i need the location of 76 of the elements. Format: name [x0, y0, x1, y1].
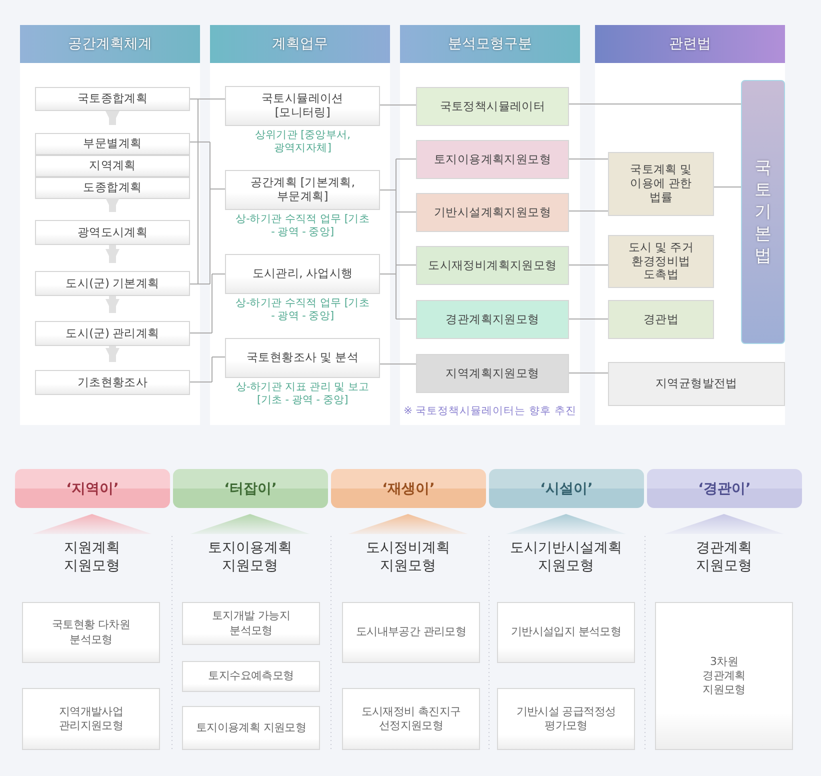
plan-box: 부문별계획	[35, 133, 190, 155]
model-title: 도시정비계획 지원모형	[365, 540, 451, 575]
category-header: ‘경관이’	[647, 469, 802, 508]
column-title: 공간계획체계	[67, 35, 153, 54]
column-title: 관련법	[668, 35, 712, 54]
connector-line	[396, 158, 416, 160]
plan-box: 국토현황조사 및 분석	[225, 338, 380, 378]
column-title: 계획업무	[271, 35, 329, 54]
plan-box: 경관계획지원모형	[416, 300, 569, 339]
law-box: 국토기본법	[741, 80, 785, 344]
model-box: 도시재정비 촉진지구 선정지원모형	[342, 688, 480, 750]
plan-box: 공간계획 [기본계획, 부문계획]	[225, 170, 380, 210]
connector-line	[210, 188, 226, 190]
category-header: ‘터잡이’	[173, 469, 328, 508]
connector-line	[568, 158, 608, 160]
connector-line	[380, 104, 416, 106]
column-panel	[210, 25, 390, 425]
plan-box: 국토정책시뮬레이터	[416, 87, 569, 126]
category-header: ‘지역이’	[15, 469, 170, 508]
flow-arrow	[106, 111, 120, 125]
column-title: 분석모형구분	[447, 35, 533, 54]
plan-box: 도시(군) 관리계획	[35, 321, 190, 346]
model-box: 토지이용계획 지원모형	[182, 706, 320, 750]
model-box: 기반시설입지 분석모형	[497, 602, 635, 663]
plan-box: 도시관리, 사업시행	[225, 254, 380, 294]
category-header: ‘재생이’	[331, 469, 486, 508]
model-box: 국토현황 다차원 분석모형	[22, 602, 160, 663]
plan-box: 지역계획지원모형	[416, 354, 569, 393]
plan-box: 토지이용계획지원모형	[416, 140, 569, 179]
plan-box: 국토계획 및 이용에 관한 법률	[608, 152, 714, 216]
column-panel	[400, 25, 580, 425]
plan-box: 기반시설계획지원모형	[416, 193, 569, 232]
plan-box: 지역계획	[35, 155, 190, 177]
model-box: 3차원 경관계획 지원모형	[655, 602, 793, 750]
connector-line	[568, 210, 608, 212]
model-box: 기반시설 공급적정성 평가모형	[497, 688, 635, 750]
plan-box: 국토종합계획	[35, 87, 190, 111]
connector-line	[396, 264, 416, 266]
plan-box: 도시재정비계획지원모형	[416, 246, 569, 285]
column-panel	[595, 25, 785, 425]
connector-line	[212, 356, 226, 358]
note-text: 상-하기관 지표 관리 및 보고 [기초 - 광역 - 중앙]	[234, 381, 370, 406]
plan-box: 경관법	[608, 300, 714, 339]
connector-line	[190, 332, 212, 334]
flow-arrow	[106, 296, 120, 313]
plan-box: 기초현황조사	[35, 370, 190, 395]
flow-arrow	[106, 245, 120, 263]
connector-line	[568, 318, 608, 320]
connector-line	[568, 372, 608, 374]
connector-line	[396, 318, 416, 320]
note-text: 상-하기관 수직적 업무 [기초 - 광역 - 중앙]	[234, 213, 371, 238]
model-box: 토지개발 가능지 분석모형	[182, 602, 320, 645]
note-text: 상위기관 [중앙부서,광역지자체]	[254, 129, 352, 154]
model-box: 도시내부공간 관리모형	[342, 602, 480, 663]
connector-line	[714, 186, 742, 188]
flow-arrow	[106, 198, 120, 212]
footnote: ※ 국토정책시뮬레이터는 향후 추진	[402, 405, 578, 418]
model-title: 도시기반시설계획 지원모형	[509, 540, 623, 575]
model-box: 토지수요예측모형	[182, 661, 320, 692]
plan-box: 국토시뮬레이션 [모니터링]	[225, 86, 380, 126]
plan-box: 광역도시계획	[35, 220, 190, 245]
plan-box: 도시 및 주거 환경정비법 도촉법	[608, 235, 714, 288]
plan-box: 도종합계획	[35, 177, 190, 199]
connector-line	[190, 98, 198, 100]
plan-box: 지역균형발전법	[608, 362, 785, 406]
flow-arrow	[106, 346, 120, 362]
model-box: 지역개발사업 관리지원모형	[22, 688, 160, 750]
model-title: 토지이용계획 지원모형	[207, 540, 293, 575]
model-title: 지원계획 지원모형	[63, 540, 121, 575]
connector-line	[568, 264, 608, 266]
plan-box: 도시(군) 기본계획	[35, 271, 190, 296]
model-title: 경관계획 지원모형	[695, 540, 753, 575]
category-header: ‘시설이’	[489, 469, 644, 508]
column-panel	[20, 25, 200, 425]
note-text: 상-하기관 수직적 업무 [기초 - 광역 - 중앙]	[234, 297, 371, 322]
connector-line	[198, 98, 226, 100]
